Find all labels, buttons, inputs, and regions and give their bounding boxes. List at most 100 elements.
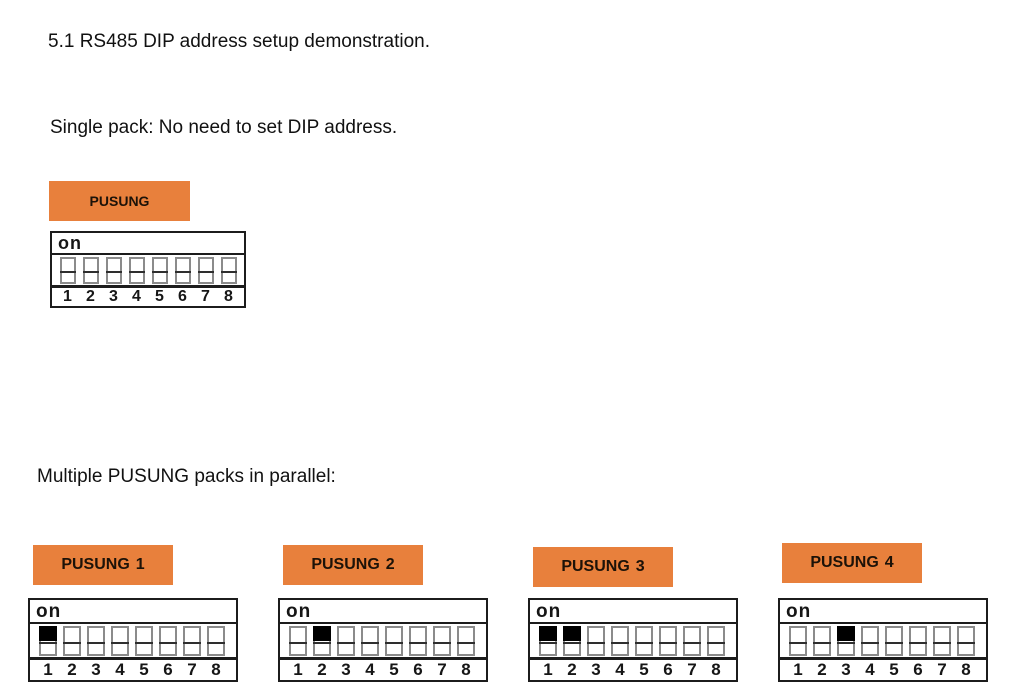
pusung-4-label-text: PUSUNG xyxy=(810,554,879,571)
dip-number-3: 3 xyxy=(591,660,601,679)
dip-switch-cell xyxy=(954,625,978,656)
dip-switch-6 xyxy=(174,256,191,284)
dip-switch-cell xyxy=(217,256,240,284)
dip-number-7: 7 xyxy=(687,660,697,679)
dip-number-6: 6 xyxy=(413,660,423,679)
dip-switch-cell xyxy=(108,625,132,656)
dip-switch-row xyxy=(530,624,736,660)
dip-number-3: 3 xyxy=(109,288,118,305)
dip-switch-cell xyxy=(286,625,310,656)
dip-switch-cell xyxy=(810,625,834,656)
dip-switch-cell xyxy=(180,625,204,656)
dip-switch-3 xyxy=(587,625,605,656)
dip-switch-cell xyxy=(56,256,79,284)
dip-switch-cell xyxy=(454,625,478,656)
pusung-1-label-text: PUSUNG xyxy=(61,556,130,573)
dip-number-7: 7 xyxy=(937,660,947,679)
dip-on-label: on xyxy=(780,600,986,624)
section-title: 5.1 RS485 DIP address setup demonstratio… xyxy=(48,31,430,52)
dip-number-8: 8 xyxy=(711,660,721,679)
single-pack-text: Single pack: No need to set DIP address. xyxy=(50,117,398,138)
dip-number-8: 8 xyxy=(961,660,971,679)
dip-switch-7 xyxy=(197,256,214,284)
dip-switch-cell xyxy=(560,625,584,656)
dip-switch-cell xyxy=(204,625,228,656)
dip-switch-cell xyxy=(84,625,108,656)
dip-number-2: 2 xyxy=(567,660,577,679)
dip-number-4: 4 xyxy=(865,660,875,679)
dip-number-8: 8 xyxy=(211,660,221,679)
dip-switch-1 xyxy=(59,256,76,284)
dip-switch-cell xyxy=(358,625,382,656)
dip-switch-cell xyxy=(656,625,680,656)
dip-switch-4 xyxy=(111,625,129,656)
dip-switch-4 xyxy=(361,625,379,656)
dip-switch-cell xyxy=(882,625,906,656)
pusung-3-label-number: 3 xyxy=(635,558,645,575)
dip-switch-cell xyxy=(171,256,194,284)
dip-number-6: 6 xyxy=(663,660,673,679)
dip-number-4: 4 xyxy=(115,660,125,679)
pusung-1-label-number: 1 xyxy=(135,556,145,573)
dip-number-7: 7 xyxy=(187,660,197,679)
dip-switch-7 xyxy=(683,625,701,656)
pusung-2-label-number: 2 xyxy=(385,556,395,573)
dip-number-5: 5 xyxy=(155,288,164,305)
dip-switch-row xyxy=(30,624,236,660)
dip-switch-cell xyxy=(156,625,180,656)
pusung-3-label: PUSUNG 3 xyxy=(533,547,673,587)
dip-switch-cell xyxy=(786,625,810,656)
dip-switch-5 xyxy=(135,625,153,656)
dip-number-4: 4 xyxy=(365,660,375,679)
dip-switch-cell xyxy=(680,625,704,656)
dip-switch-4 xyxy=(611,625,629,656)
dip-switch-cell xyxy=(632,625,656,656)
dip-on-label: on xyxy=(530,600,736,624)
dip-switch-2 xyxy=(313,625,331,656)
dip-switch-cell xyxy=(148,256,171,284)
dip-switch-cell xyxy=(430,625,454,656)
dip-switch-8 xyxy=(207,625,225,656)
dip-switch-cell xyxy=(310,625,334,656)
dip-number-8: 8 xyxy=(461,660,471,679)
dip-switch-cell xyxy=(382,625,406,656)
dip-switch-cell xyxy=(906,625,930,656)
dip-number-1: 1 xyxy=(63,288,72,305)
dip-switch-3 xyxy=(337,625,355,656)
dip-switch-7 xyxy=(933,625,951,656)
dip-switch-row xyxy=(280,624,486,660)
dip-switch-8 xyxy=(957,625,975,656)
dip-switch-8 xyxy=(707,625,725,656)
pusung-4-label: PUSUNG 4 xyxy=(782,543,922,583)
dip-number-6: 6 xyxy=(913,660,923,679)
pusung-1-label: PUSUNG 1 xyxy=(33,545,173,585)
dip-switch-5 xyxy=(151,256,168,284)
dip-switch-cell xyxy=(536,625,560,656)
pusung-4-label-number: 4 xyxy=(884,554,894,571)
dip-switch-cell xyxy=(930,625,954,656)
dip-switch-cell xyxy=(132,625,156,656)
dip-switch-cell xyxy=(60,625,84,656)
dip-switch-cell xyxy=(406,625,430,656)
dip-number-2: 2 xyxy=(817,660,827,679)
dip-number-7: 7 xyxy=(437,660,447,679)
dip-switch-cell xyxy=(704,625,728,656)
dip-number-2: 2 xyxy=(317,660,327,679)
dip-switch-1 xyxy=(789,625,807,656)
dip-switch-6 xyxy=(909,625,927,656)
dip-number-1: 1 xyxy=(43,660,53,679)
dip-switch-7 xyxy=(183,625,201,656)
dip-number-1: 1 xyxy=(543,660,553,679)
dip-number-6: 6 xyxy=(163,660,173,679)
dip-number-5: 5 xyxy=(639,660,649,679)
dip-switch-row xyxy=(780,624,986,660)
dip-switch-2 xyxy=(563,625,581,656)
